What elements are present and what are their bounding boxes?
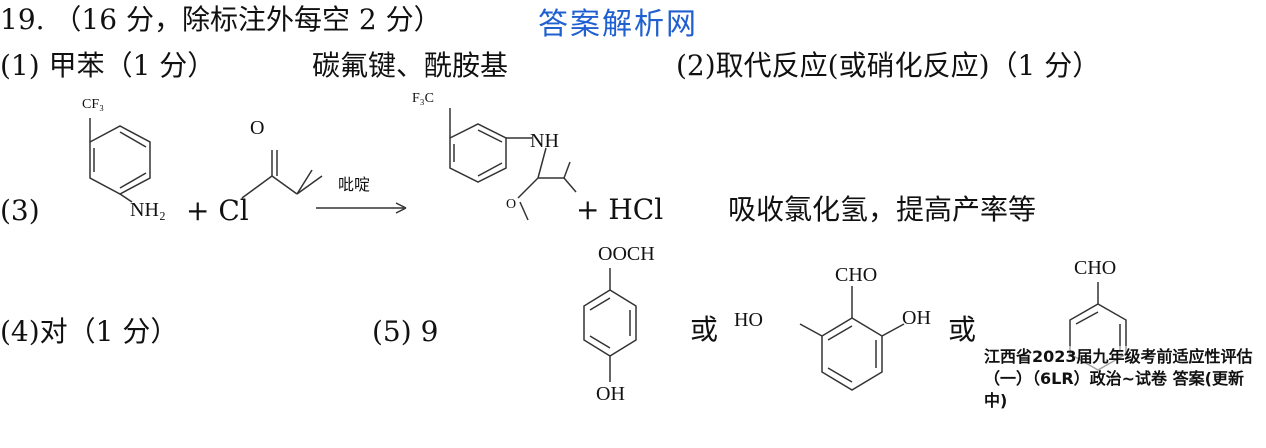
- product-amide-structure: [449, 108, 577, 221]
- ho-left-label: HO: [734, 309, 763, 331]
- acyl-o-label: O: [250, 117, 265, 139]
- nh-label: NH: [530, 130, 559, 152]
- amide-o-label: O: [506, 197, 517, 212]
- ooch-label: OOCH: [598, 243, 655, 265]
- answer-1-functional-groups: 碳氟键、酰胺基: [312, 49, 509, 82]
- cf3-label-1: CF₃: [82, 97, 105, 112]
- f3c-label: F₃C: [412, 91, 435, 106]
- cho-label-1: CHO: [835, 264, 878, 286]
- reagent-pyridine: 吡啶: [338, 177, 371, 194]
- acyl-chloride-structure: [241, 150, 323, 199]
- overlay-caption: 江西省2023届九年级考前适应性评估（一）（6LR）政治~试卷 答案(更新中): [984, 346, 1266, 412]
- oh-bottom-label: OH: [596, 383, 625, 405]
- reaction-arrow: [316, 202, 407, 214]
- oh-right-label: OH: [902, 307, 931, 329]
- benzene-ring-4: [821, 317, 883, 391]
- or-text-1: 或: [690, 313, 719, 346]
- benzene-ring-2: [449, 123, 507, 183]
- answer-1: (1) 甲苯（1 分）: [0, 49, 216, 82]
- isomer-1-structure: [583, 268, 637, 382]
- benzene-ring-3: [583, 289, 637, 357]
- watermark-text: 答案解析网: [538, 7, 698, 42]
- plus-cl: + Cl: [186, 194, 249, 227]
- isomer-2-structure: [799, 286, 905, 391]
- or-text-2: 或: [948, 313, 977, 346]
- answer-3-note: 吸收氯化氢，提高产率等: [728, 193, 1037, 226]
- reactant-aniline-structure: [89, 118, 151, 203]
- question-header: 19. （16 分，除标注外每空 2 分）: [0, 3, 442, 36]
- answer-2: (2)取代反应(或硝化反应)（1 分）: [676, 49, 1101, 82]
- cho-label-2: CHO: [1074, 257, 1117, 279]
- benzene-ring-1: [89, 125, 151, 195]
- answer-3-label: (3): [0, 194, 40, 227]
- nh2-label: NH₂: [130, 199, 166, 221]
- answer-4: (4)对（1 分）: [0, 315, 179, 348]
- answer-5-count: (5) 9: [372, 315, 439, 348]
- plus-hcl: + HCl: [576, 193, 664, 226]
